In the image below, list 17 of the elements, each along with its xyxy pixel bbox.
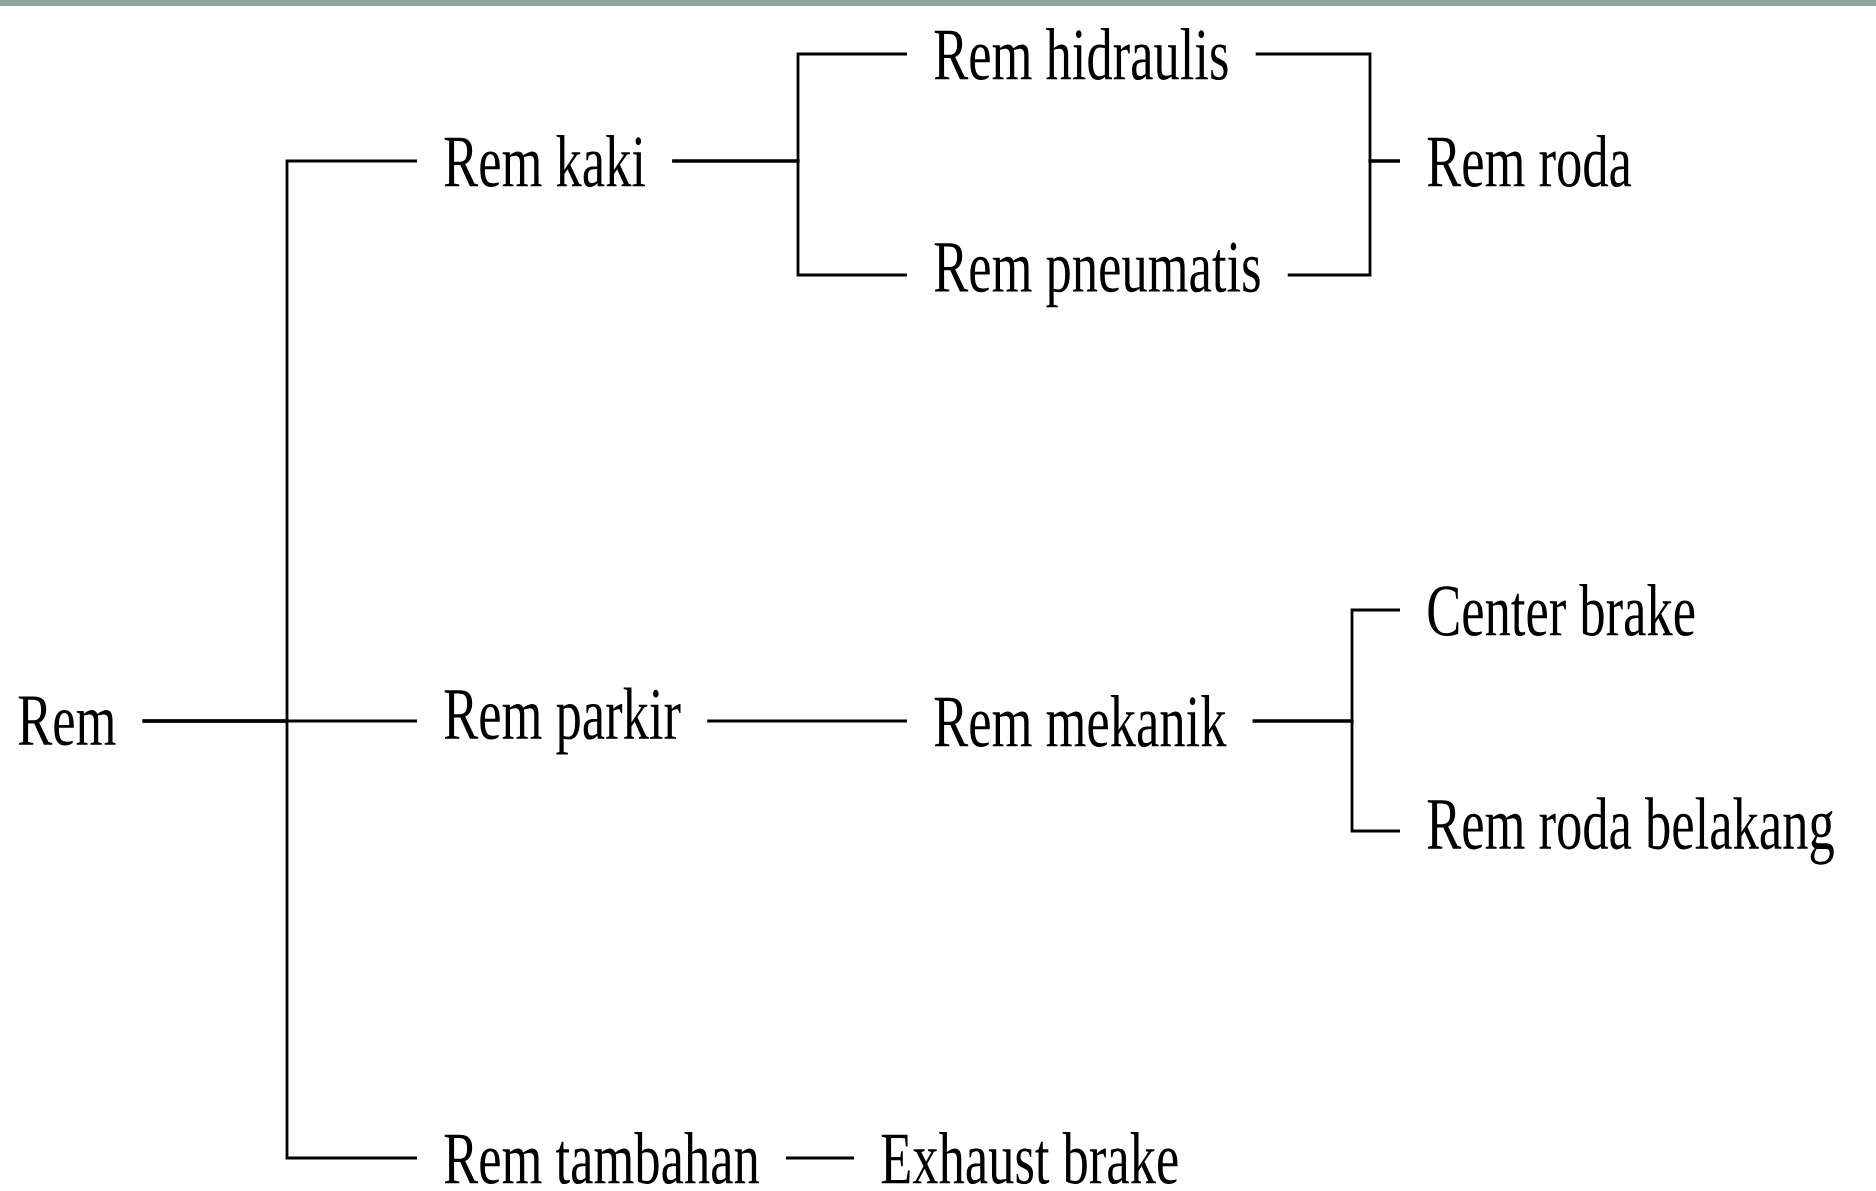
connector-line — [707, 719, 907, 723]
connector-line — [1252, 719, 1400, 833]
label-text: Rem — [18, 696, 116, 746]
label-text: Rem parkir — [444, 687, 681, 755]
label-text: Rem pneumatis — [934, 242, 1260, 308]
label-text: Rem roda belakang — [1427, 797, 1834, 865]
connector-line — [672, 159, 907, 277]
label-text: Center brake — [1428, 583, 1695, 637]
connector-line — [786, 1156, 854, 1160]
label-text: Rem hidraulis — [934, 27, 1228, 80]
connector-line — [142, 719, 417, 1160]
label-text: Rem kaki — [444, 134, 645, 187]
connector-line — [1287, 159, 1400, 277]
label-text: Rem tambahan — [444, 1131, 759, 1185]
label-text: Rem roda — [1427, 134, 1632, 187]
label-text: Rem mekanik — [934, 694, 1227, 748]
label-text: Exhaust brake — [881, 1131, 1178, 1185]
